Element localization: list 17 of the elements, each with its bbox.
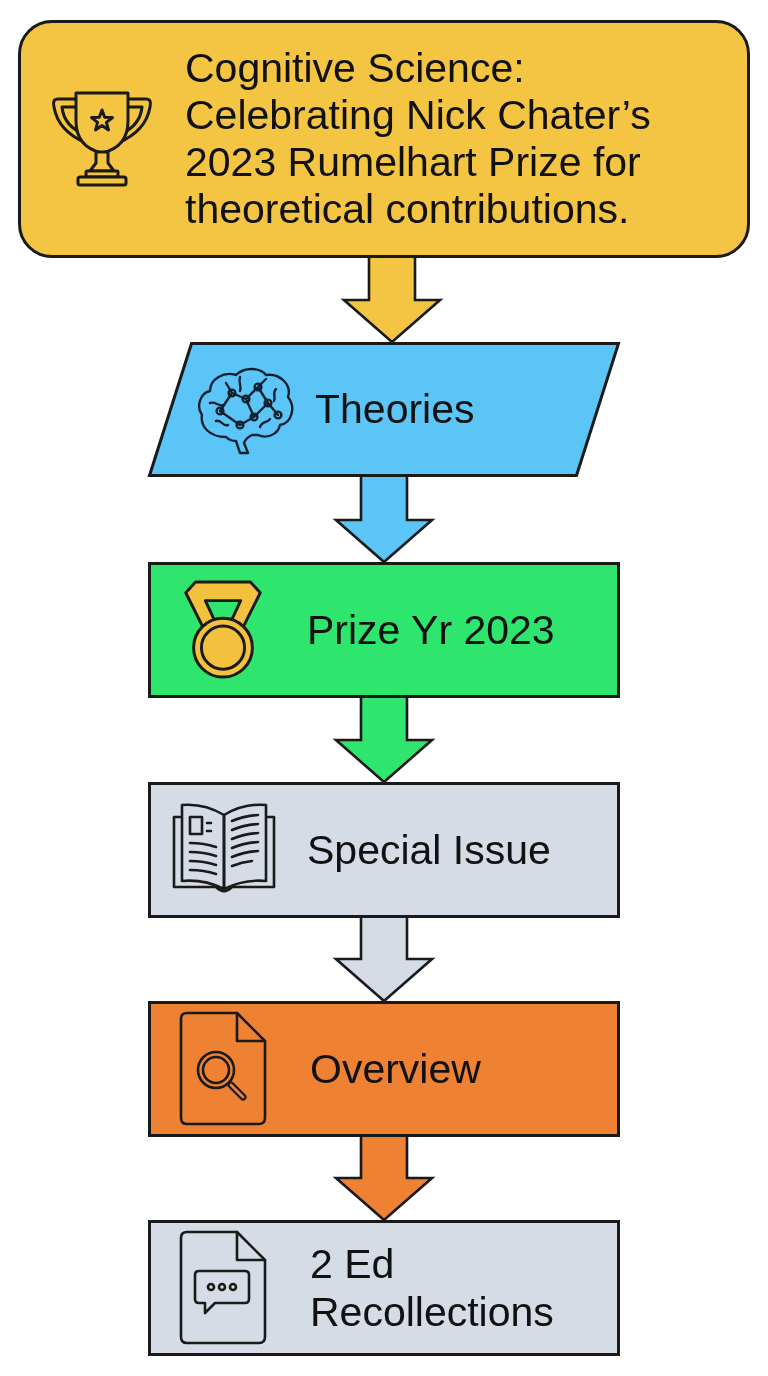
block-arrow [332, 1135, 436, 1222]
node-label: 2 Ed Recollections [310, 1240, 555, 1336]
parallelogram-node [148, 342, 620, 477]
block-arrow [332, 696, 436, 784]
node-label: Overview [310, 1045, 481, 1093]
process-box [148, 1001, 620, 1137]
node-label: Theories [315, 386, 475, 433]
node-label: Special Issue [307, 826, 551, 874]
process-box [148, 1220, 620, 1356]
node-label: Cognitive Science: Celebrating Nick Chater’s 2023 Rumelhart Prize for theoretical contributions. [185, 45, 652, 233]
node-label: Prize Yr 2023 [307, 606, 555, 654]
process-box [148, 782, 620, 918]
block-arrow [340, 256, 444, 344]
title-card [18, 20, 750, 258]
process-box [148, 562, 620, 698]
block-arrow [332, 916, 436, 1003]
block-arrow [332, 475, 436, 564]
